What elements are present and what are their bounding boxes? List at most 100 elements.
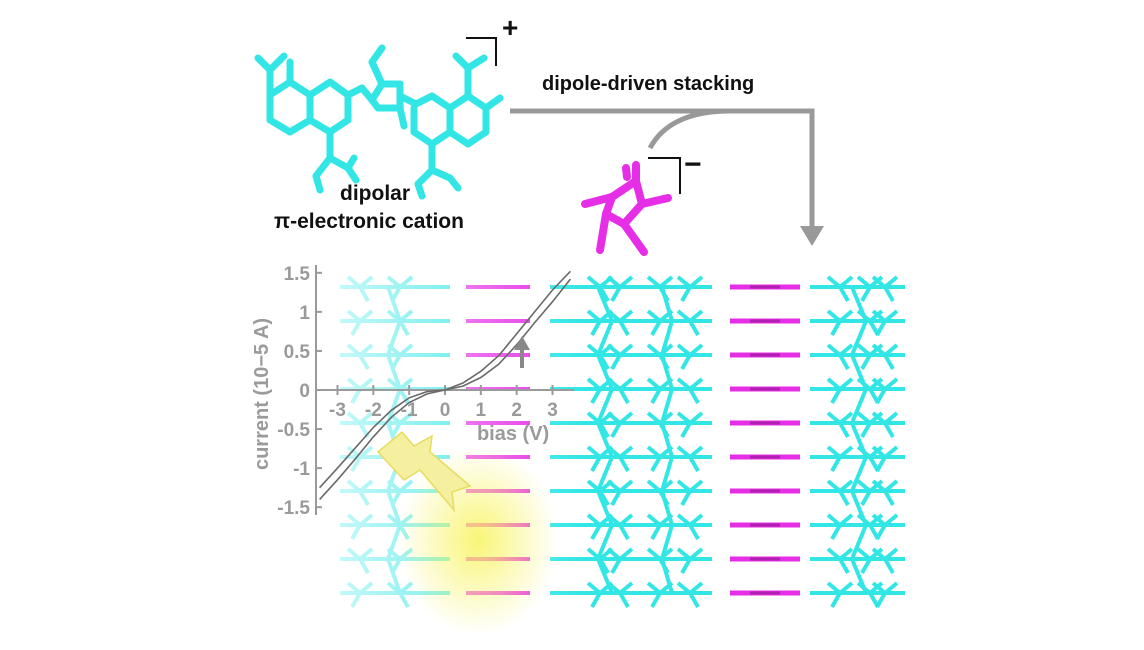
cation-branch xyxy=(840,355,848,369)
cation-branch xyxy=(592,525,600,539)
x-tick-label: 2 xyxy=(511,400,522,421)
x-tick-label: -2 xyxy=(365,400,382,421)
cation-branch xyxy=(652,389,660,403)
cation-bond xyxy=(450,178,458,188)
cation-branch xyxy=(885,423,893,437)
cation-branch xyxy=(862,559,870,573)
cation-bond xyxy=(310,82,330,95)
cation-bond xyxy=(372,62,382,84)
cation-branch xyxy=(592,593,600,607)
cation-branch xyxy=(877,389,885,403)
cation-branch xyxy=(840,287,848,301)
cation-branch xyxy=(862,287,870,301)
cation-branch xyxy=(592,389,600,403)
cation-branch xyxy=(620,593,628,607)
cation-branch xyxy=(840,423,848,437)
arrow-head xyxy=(800,226,824,246)
cation-bond xyxy=(258,58,270,70)
process-label: dipole-driven stacking xyxy=(542,73,754,96)
cation-branch xyxy=(652,321,660,335)
cation-branch xyxy=(862,491,870,505)
cation-branch xyxy=(592,457,600,471)
cation-branch xyxy=(877,321,885,335)
cation-branch xyxy=(690,389,698,403)
cation-branch xyxy=(885,355,893,369)
cation-charge: + xyxy=(502,12,518,44)
cation-branch xyxy=(690,593,698,607)
cation-branch xyxy=(620,389,628,403)
cation-branch xyxy=(352,525,360,539)
cation-bond xyxy=(348,158,354,168)
x-tick-label: 3 xyxy=(547,400,558,421)
y-tick-label: 0.5 xyxy=(284,342,311,363)
cation-branch xyxy=(612,423,620,437)
anion-charge-bracket xyxy=(648,158,680,194)
cation-branch xyxy=(612,559,620,573)
anion-charge: − xyxy=(684,148,702,182)
cation-molecule xyxy=(258,48,500,196)
cation-branch xyxy=(885,491,893,505)
cation-branch xyxy=(832,457,840,471)
cation-branch xyxy=(352,389,360,403)
cation-branch xyxy=(682,423,690,437)
cation-branch xyxy=(352,593,360,607)
cation-bond xyxy=(450,132,468,144)
cation-branch xyxy=(840,491,848,505)
cation-branch xyxy=(885,287,893,301)
cation-branch xyxy=(620,321,628,335)
cation-branch xyxy=(360,287,368,301)
bias-arrow xyxy=(514,336,530,368)
cation-branch xyxy=(832,525,840,539)
cation-branch xyxy=(620,525,628,539)
cation-branch xyxy=(862,423,870,437)
cation-branch xyxy=(862,355,870,369)
cation-bond xyxy=(316,176,320,190)
y-tick-label: -1.5 xyxy=(277,498,310,519)
cation-branch xyxy=(840,559,848,573)
cation-branch xyxy=(652,525,660,539)
cation-bond xyxy=(290,82,310,95)
cation-branch xyxy=(360,355,368,369)
y-tick-label: -1 xyxy=(293,459,310,480)
cation-label-line1: dipolar xyxy=(340,182,410,206)
y-tick-label: 1.5 xyxy=(284,264,311,285)
cation-branch xyxy=(690,321,698,335)
x-axis-label: bias (V) xyxy=(477,423,549,445)
cation-bond xyxy=(400,108,404,126)
cation-bond xyxy=(372,100,378,108)
cation-branch xyxy=(877,593,885,607)
cation-branch xyxy=(652,457,660,471)
y-axis-label: current (10−5 A) xyxy=(251,318,273,470)
cation-branch xyxy=(360,491,368,505)
cation-spine xyxy=(598,287,612,593)
x-tick-label: 1 xyxy=(476,400,487,421)
cation-branch xyxy=(682,491,690,505)
cation-spine xyxy=(852,287,866,593)
cation-branch xyxy=(612,355,620,369)
cation-branch xyxy=(400,593,408,607)
cation-branch xyxy=(885,559,893,573)
cation-branch xyxy=(832,593,840,607)
cation-branch xyxy=(612,491,620,505)
y-tick-label: 0 xyxy=(299,381,310,402)
cation-bond xyxy=(456,56,468,68)
x-tick-label: -3 xyxy=(329,400,346,421)
y-tick-label: 1 xyxy=(299,303,310,324)
cation-branch xyxy=(877,457,885,471)
cation-branch xyxy=(690,457,698,471)
cation-branch xyxy=(352,321,360,335)
cation-branch xyxy=(652,593,660,607)
cation-branch xyxy=(682,559,690,573)
cation-branch xyxy=(690,525,698,539)
anion-molecule xyxy=(585,165,668,252)
cation-bond xyxy=(486,98,500,108)
cation-bond xyxy=(372,48,382,62)
cation-branch xyxy=(682,355,690,369)
y-tick-label: -0.5 xyxy=(277,420,310,441)
cation-label-line2: π-electronic cation xyxy=(274,210,464,234)
cation-branch xyxy=(682,287,690,301)
cation-branch xyxy=(592,321,600,335)
x-tick-label: 0 xyxy=(440,400,451,421)
cation-branch xyxy=(620,457,628,471)
